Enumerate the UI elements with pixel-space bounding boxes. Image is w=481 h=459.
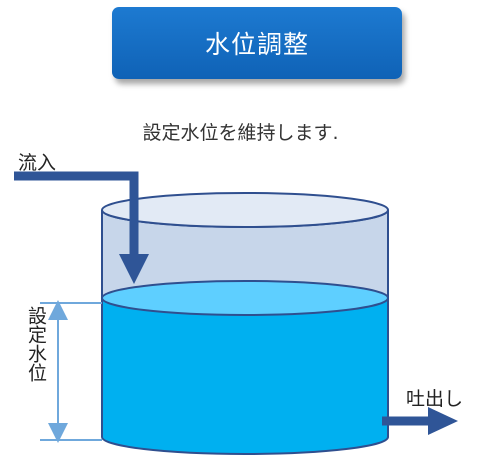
water-surface bbox=[101, 280, 389, 316]
outflow-arrow-head bbox=[428, 407, 458, 435]
set-level-label: 設定水位 bbox=[25, 306, 47, 382]
outflow-label: 吐出し bbox=[406, 388, 464, 410]
title-button[interactable]: 水位調整 bbox=[112, 7, 402, 79]
tank-top-rim bbox=[101, 192, 389, 228]
inflow-arrow bbox=[14, 171, 139, 256]
title-text: 水位調整 bbox=[204, 30, 309, 59]
inflow-label: 流入 bbox=[18, 152, 57, 174]
inflow-arrow-head bbox=[119, 254, 149, 284]
water-body bbox=[101, 297, 389, 455]
subtitle: 設定水位を維持します. bbox=[142, 122, 339, 144]
